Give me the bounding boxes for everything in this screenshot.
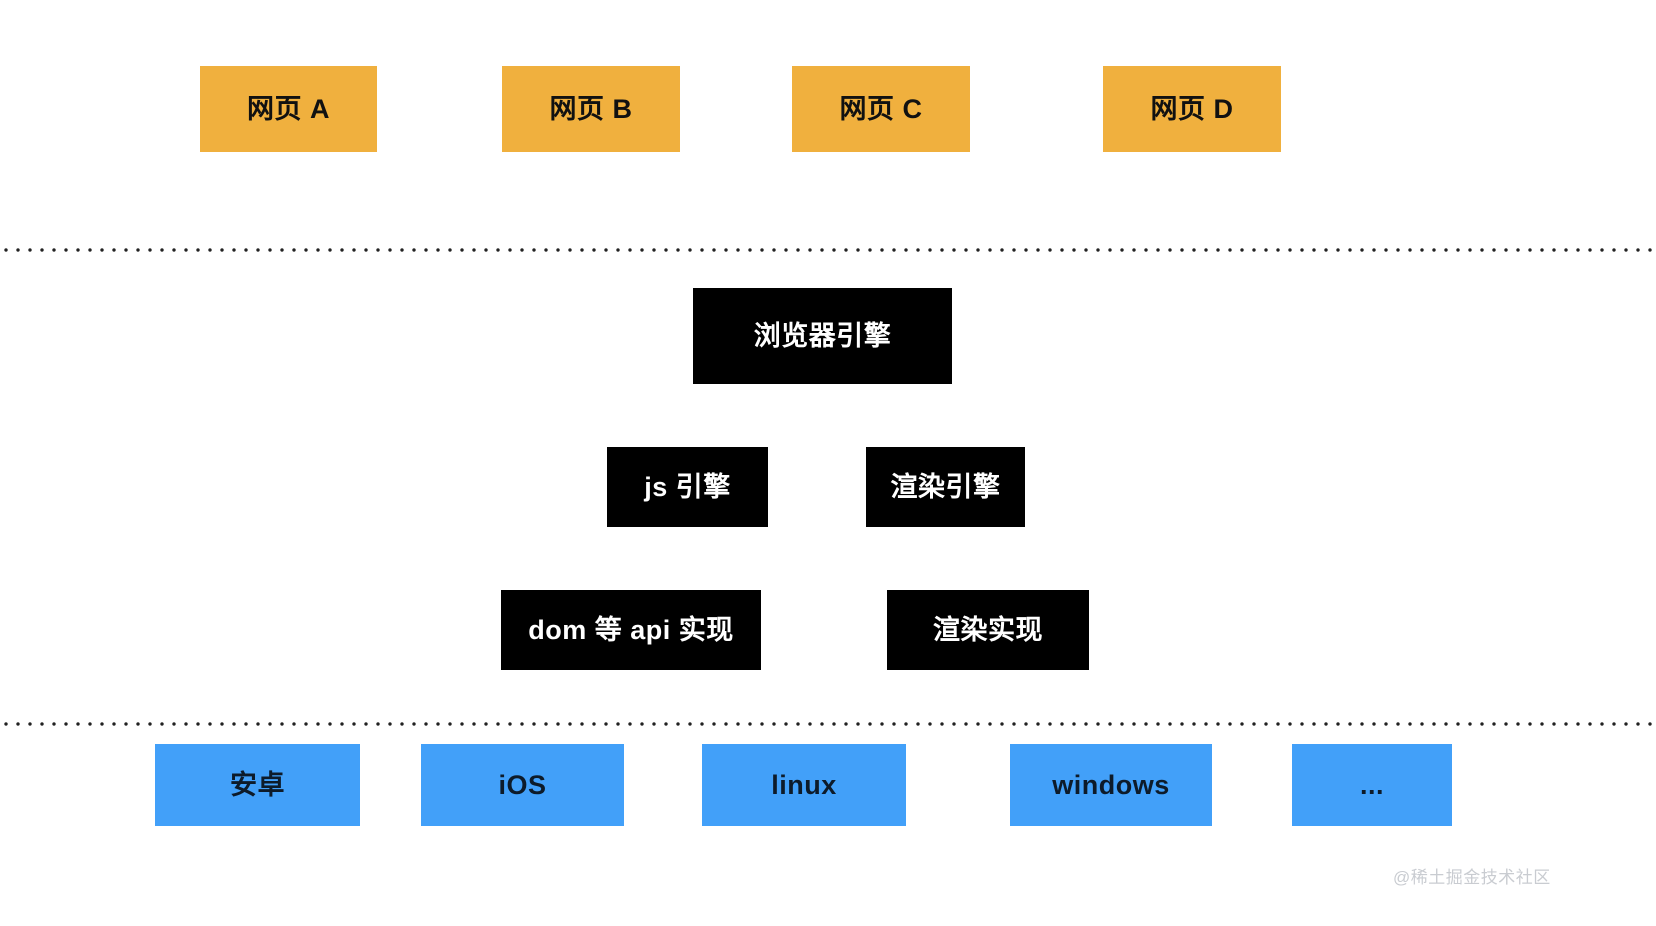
node-browser-engine: 浏览器引擎 [693, 288, 952, 384]
node-os-more: ... [1292, 744, 1452, 826]
node-os-linux: linux [702, 744, 906, 826]
node-dom-api-impl: dom 等 api 实现 [501, 590, 761, 670]
node-render-engine: 渲染引擎 [866, 447, 1025, 527]
node-page-d: 网页 D [1103, 66, 1281, 152]
node-os-windows: windows [1010, 744, 1212, 826]
watermark: @稀土掘金技术社区 [1393, 868, 1551, 887]
divider-pages-engine [0, 248, 1656, 252]
node-js-engine: js 引擎 [607, 447, 768, 527]
divider-engine-os [0, 722, 1656, 726]
node-os-android: 安卓 [155, 744, 360, 826]
node-page-a: 网页 A [200, 66, 377, 152]
node-render-impl: 渲染实现 [887, 590, 1089, 670]
node-page-c: 网页 C [792, 66, 970, 152]
node-os-ios: iOS [421, 744, 624, 826]
node-page-b: 网页 B [502, 66, 680, 152]
